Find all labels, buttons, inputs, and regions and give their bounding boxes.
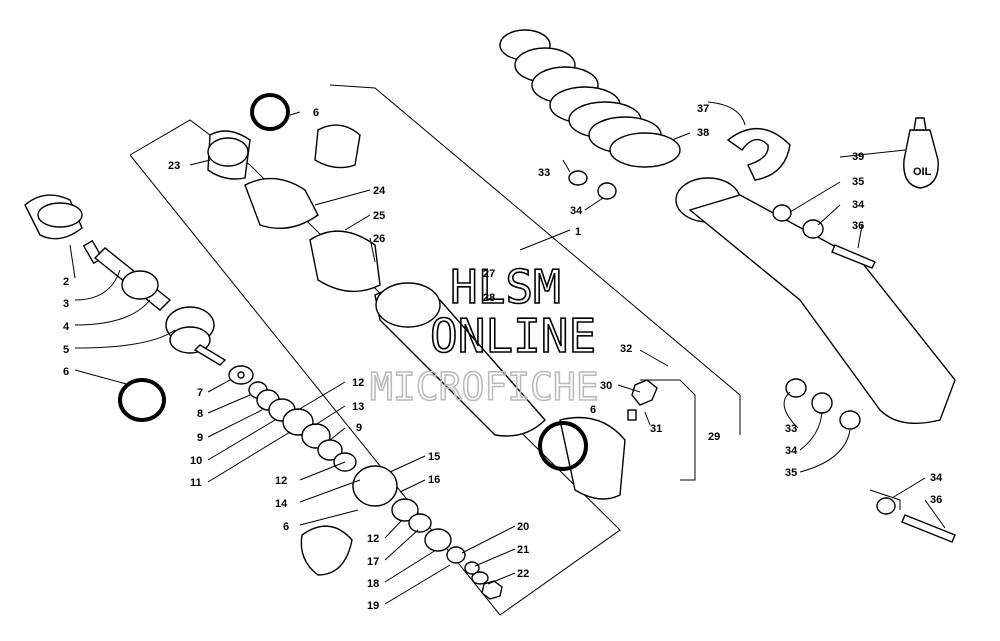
callout-7: 7 — [197, 387, 203, 399]
callout-35-bottom: 35 — [785, 467, 797, 479]
body-parts — [207, 93, 658, 500]
callout-20: 20 — [517, 521, 529, 533]
callout-28: 28 — [483, 292, 495, 304]
callout-9-right: 9 — [356, 422, 362, 434]
callout-38: 38 — [697, 127, 709, 139]
callout-34-top: 34 — [570, 205, 583, 217]
callout-36-bottom: 36 — [930, 494, 942, 506]
callout-26: 26 — [373, 233, 385, 245]
callout-14: 14 — [275, 498, 288, 510]
callout-22: 22 — [517, 568, 529, 580]
shaft-assembly — [24, 194, 227, 422]
callout-labels: 1 2 3 4 5 6 6 6 6 7 8 9 9 10 11 12 12 12… — [63, 103, 943, 612]
callout-19: 19 — [367, 600, 379, 612]
callout-16: 16 — [428, 474, 440, 486]
group-bracket-29 — [640, 379, 696, 481]
callout-18: 18 — [367, 578, 379, 590]
callout-34-mid: 34 — [785, 445, 798, 457]
leader-lines — [69, 101, 946, 605]
watermark-line-2: ONLINE — [430, 309, 596, 363]
callout-39: 39 — [852, 151, 864, 163]
callout-4: 4 — [63, 321, 70, 333]
callout-6-right: 6 — [590, 404, 596, 416]
callout-11: 11 — [190, 477, 202, 489]
callout-5: 5 — [63, 344, 69, 356]
callout-3: 3 — [63, 298, 69, 310]
watermark-line-1: HLSM — [450, 260, 561, 314]
callout-30: 30 — [600, 380, 612, 392]
callout-9-left: 9 — [197, 432, 203, 444]
callout-6-top: 6 — [313, 107, 319, 119]
callout-21: 21 — [517, 544, 529, 556]
oil-label: OIL — [913, 166, 932, 178]
callout-12-bottom: 12 — [367, 533, 379, 545]
callout-27: 27 — [483, 268, 495, 280]
callout-24: 24 — [373, 185, 386, 197]
callout-6-bottom: 6 — [283, 521, 289, 533]
callout-2: 2 — [63, 276, 69, 288]
callout-25: 25 — [373, 210, 385, 222]
callout-35-top: 35 — [852, 176, 864, 188]
callout-33-top: 33 — [538, 167, 550, 179]
callout-37: 37 — [697, 103, 709, 115]
callout-34-right: 34 — [852, 199, 865, 211]
callout-12-mid: 12 — [275, 475, 287, 487]
watermark-line-3: MICROFICHE — [370, 365, 599, 409]
shim-stack — [228, 365, 503, 600]
callout-32: 32 — [620, 343, 632, 355]
spring-assembly: OIL — [499, 29, 956, 543]
callout-31: 31 — [650, 423, 662, 435]
callout-15: 15 — [428, 451, 440, 463]
callout-17: 17 — [367, 556, 379, 568]
callout-8: 8 — [197, 408, 203, 420]
callout-13: 13 — [352, 401, 364, 413]
callout-23: 23 — [168, 160, 180, 172]
callout-29: 29 — [708, 431, 720, 443]
callout-34-bottom: 34 — [930, 472, 943, 484]
callout-12-top: 12 — [352, 377, 364, 389]
group-bracket-1-upper — [329, 84, 741, 435]
callout-1: 1 — [575, 226, 581, 238]
callout-10: 10 — [190, 455, 202, 467]
callout-36-top: 36 — [852, 220, 864, 232]
callout-6-left: 6 — [63, 366, 69, 378]
watermark: HLSM ONLINE MICROFICHE — [369, 259, 599, 410]
callout-33-bottom: 33 — [785, 423, 797, 435]
